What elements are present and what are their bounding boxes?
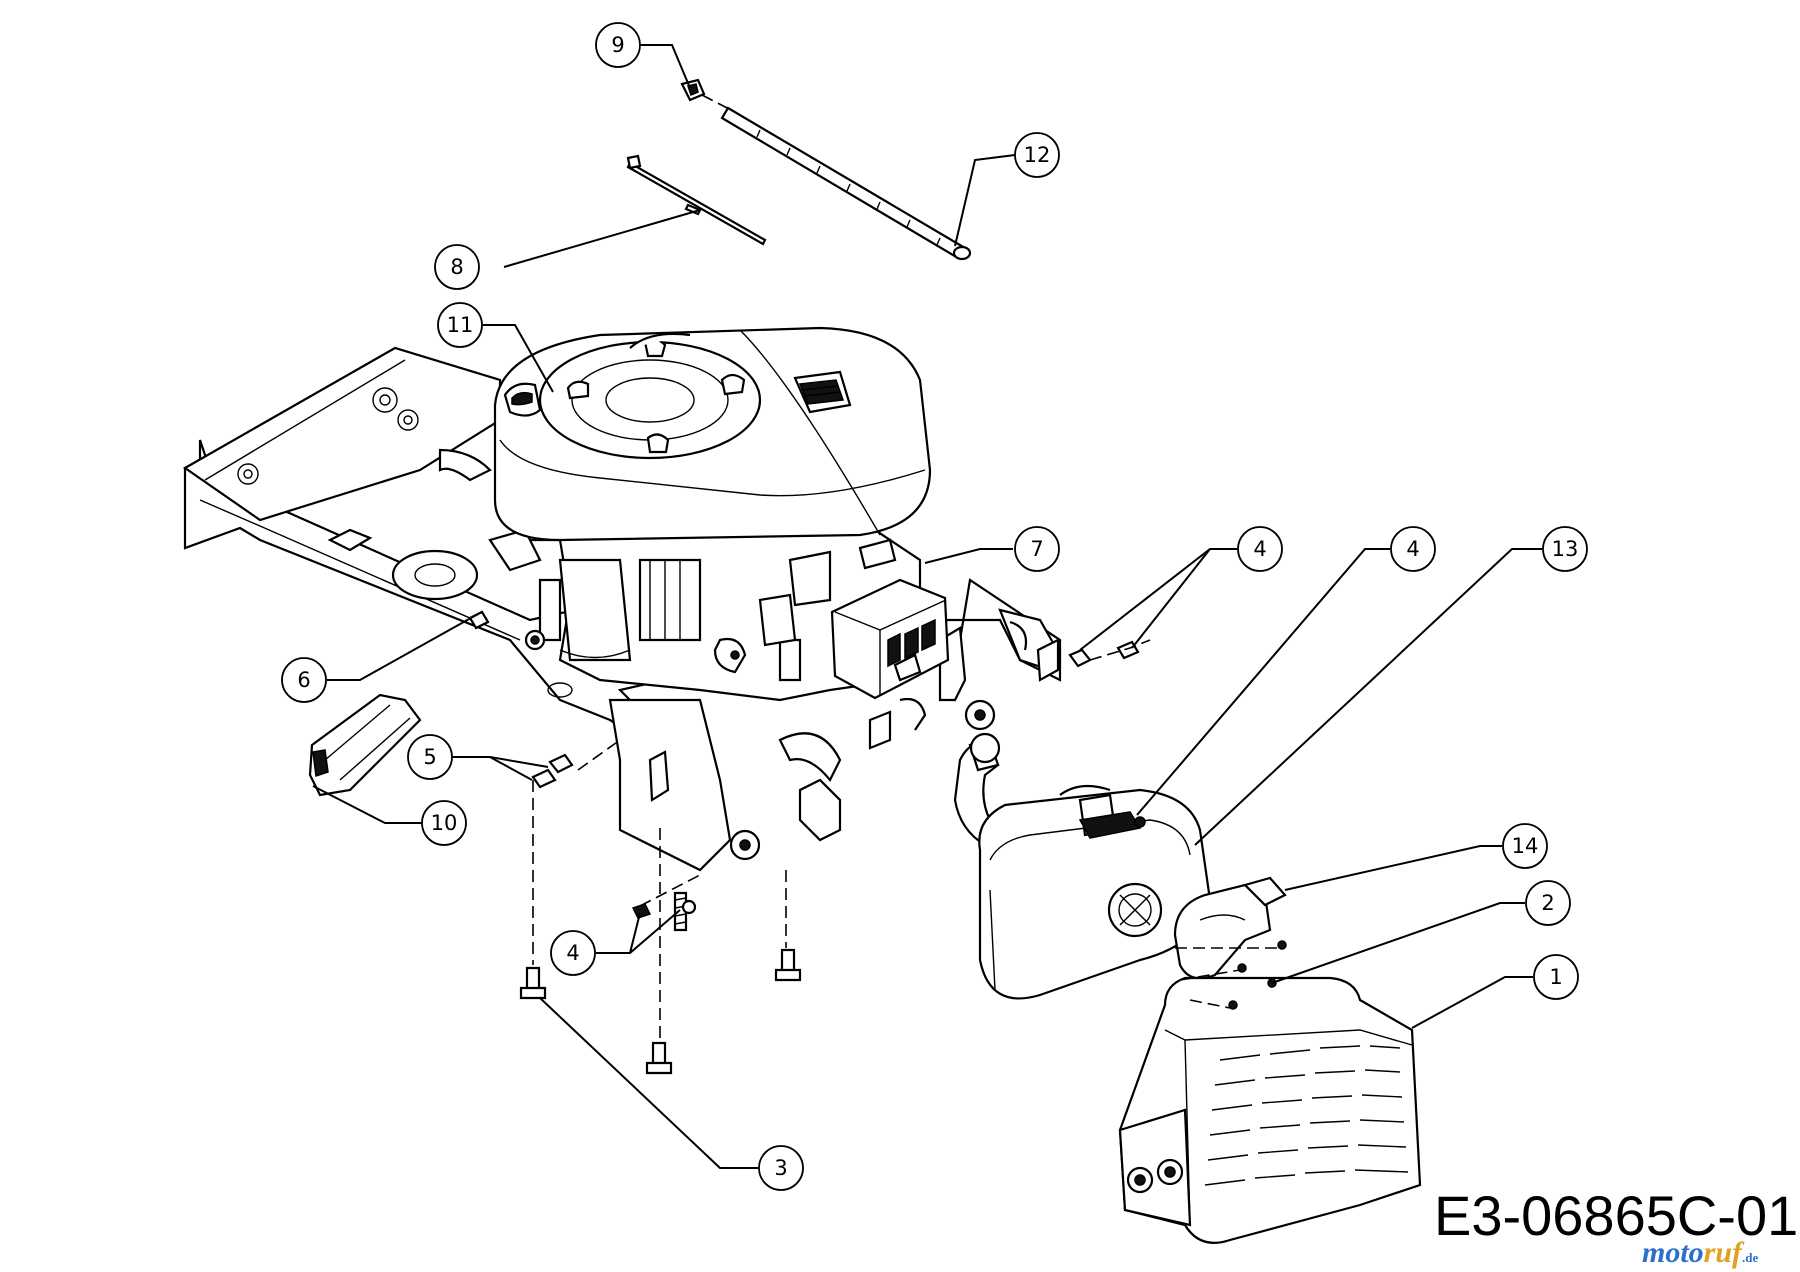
callout-9-label: 9 — [611, 33, 624, 57]
watermark-part-b: ruf — [1703, 1236, 1743, 1269]
callout-9: 9 — [595, 22, 641, 68]
callout-3: 3 — [758, 1145, 804, 1191]
watermark-tld: .de — [1742, 1250, 1759, 1265]
callout-6: 6 — [281, 657, 327, 703]
callout-4-upper-left-label: 4 — [1253, 537, 1266, 561]
callout-7: 7 — [1014, 526, 1060, 572]
callout-4-lower-label: 4 — [566, 941, 579, 965]
drawing-code: E3-06865C-01 — [1434, 1184, 1799, 1247]
callout-8-label: 8 — [450, 255, 463, 279]
assembly-lines — [532, 94, 1285, 1040]
callout-4-lower: 4 — [550, 930, 596, 976]
callout-4-upper-right: 4 — [1390, 526, 1436, 572]
callout-11-label: 11 — [447, 313, 474, 337]
callout-4-upper-right-label: 4 — [1406, 537, 1419, 561]
callout-8: 8 — [434, 244, 480, 290]
watermark-part-a: moto — [1642, 1236, 1704, 1269]
dipstick-tube — [720, 106, 972, 261]
callout-2-label: 2 — [1541, 891, 1554, 915]
fasteners — [468, 610, 1287, 1075]
callout-13: 13 — [1542, 526, 1588, 572]
exhaust-pipe — [953, 732, 1012, 852]
callout-12-label: 12 — [1024, 143, 1051, 167]
callout-bubbles: 9 12 8 11 7 4 4 13 — [281, 22, 1588, 1191]
callout-14: 14 — [1502, 823, 1548, 869]
callout-4-upper-left: 4 — [1237, 526, 1283, 572]
callout-5-label: 5 — [423, 745, 436, 769]
callout-1: 1 — [1533, 954, 1579, 1000]
plastic-guard — [308, 693, 422, 797]
callout-3-label: 3 — [774, 1156, 787, 1180]
watermark-logo: motoruf.de — [1642, 1238, 1758, 1268]
callout-6-label: 6 — [297, 668, 310, 692]
engine-assembly — [488, 326, 950, 702]
deflector — [1173, 876, 1287, 980]
heat-shield — [1118, 976, 1422, 1244]
muffler — [978, 784, 1212, 1000]
callout-5: 5 — [407, 734, 453, 780]
callout-7-label: 7 — [1030, 537, 1043, 561]
callout-1-label: 1 — [1549, 965, 1562, 989]
callout-2: 2 — [1525, 880, 1571, 926]
callout-14-label: 14 — [1512, 834, 1539, 858]
cable-tie — [626, 154, 767, 246]
callout-13-label: 13 — [1552, 537, 1579, 561]
callout-10: 10 — [421, 800, 467, 846]
callout-11: 11 — [437, 302, 483, 348]
callout-10-label: 10 — [431, 811, 458, 835]
leader-lines — [312, 44, 1542, 1169]
callout-12: 12 — [1014, 132, 1060, 178]
clip — [680, 78, 706, 102]
